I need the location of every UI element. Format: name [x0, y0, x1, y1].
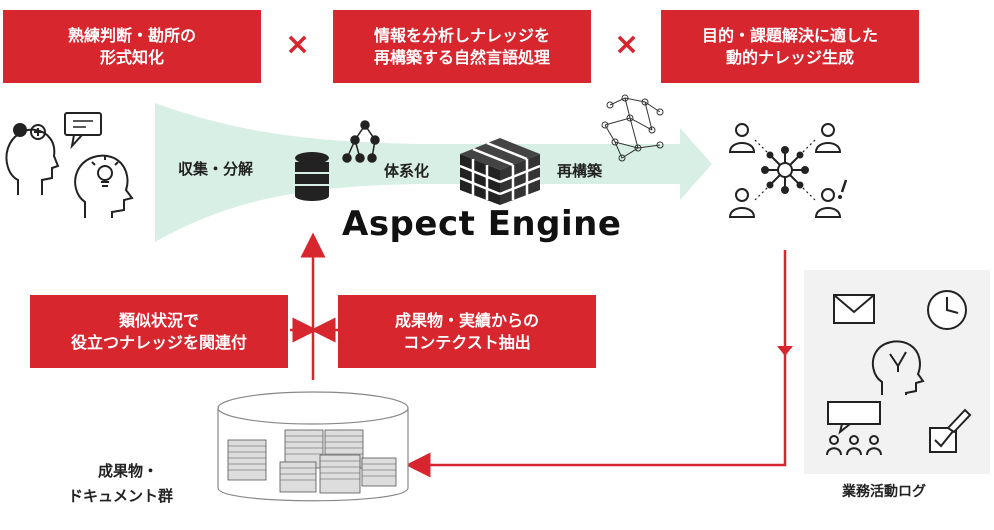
box-associate-knowledge-line1: 類似状況で: [118, 310, 199, 330]
flow-arrow: [155, 103, 712, 242]
box-context-extraction-line2: コンテクスト抽出: [403, 332, 531, 352]
people-network-icon: [728, 123, 848, 218]
stage-collect: 収集・分解: [178, 160, 254, 178]
top-box-generation: 目的・課題解決に適した 動的ナレッジ生成: [661, 10, 919, 83]
hierarchy-icon: [342, 120, 380, 163]
stage-systematize: 体系化: [384, 162, 430, 180]
box-context-extraction: 成果物・実績からの コンテクスト抽出: [338, 295, 596, 368]
top-box-formalize: 熟練判断・勘所の 形式知化: [3, 10, 261, 83]
top-box-nlp-line1: 情報を分析しナレッジを: [373, 25, 550, 45]
thinking-head-icon: [871, 340, 925, 395]
top-box-nlp-line2: 再構築する自然言語処理: [373, 47, 550, 67]
engine-title: Aspect Engine: [342, 204, 622, 244]
document-repository-icon: [217, 391, 409, 502]
box-associate-knowledge-line2: 役立つナレッジを関連付: [70, 332, 247, 352]
box-associate-knowledge: 類似状況で 役立つナレッジを関連付: [30, 295, 288, 368]
times-operator-1: ×: [285, 27, 311, 62]
top-box-nlp: 情報を分析しナレッジを 再構築する自然言語処理: [333, 10, 591, 83]
top-box-formalize-line2: 形式知化: [99, 47, 164, 67]
stage-reconstruct: 再構築: [557, 162, 603, 180]
times-operator-2: ×: [614, 27, 640, 62]
expert-head-icon: [5, 123, 60, 195]
meeting-icon: [826, 401, 882, 456]
clock-icon: [927, 290, 967, 330]
box-context-extraction-line1: 成果物・実績からの: [394, 310, 539, 330]
top-box-formalize-line1: 熟練判断・勘所の: [67, 25, 196, 45]
activity-log-caption: 業務活動ログ: [842, 484, 926, 500]
top-box-generation-line1: 目的・課題解決に適した: [701, 25, 878, 45]
red-connectors: [290, 232, 787, 478]
down-arrowhead: [777, 346, 793, 356]
deliverables-caption: 成果物・ ドキュメント群: [68, 459, 173, 509]
deliverables-caption-line1: 成果物・: [98, 462, 159, 480]
mail-icon: [833, 294, 875, 324]
sign-document-icon: [929, 408, 972, 453]
speech-bubble-icon: [64, 112, 102, 150]
database-icon: [295, 152, 329, 201]
deliverables-caption-line2: ドキュメント群: [68, 487, 174, 505]
top-box-generation-line2: 動的ナレッジ生成: [725, 47, 854, 67]
cube-icon: [459, 138, 541, 205]
network-cloud-icon: [601, 94, 664, 162]
idea-head-icon: [74, 154, 134, 218]
